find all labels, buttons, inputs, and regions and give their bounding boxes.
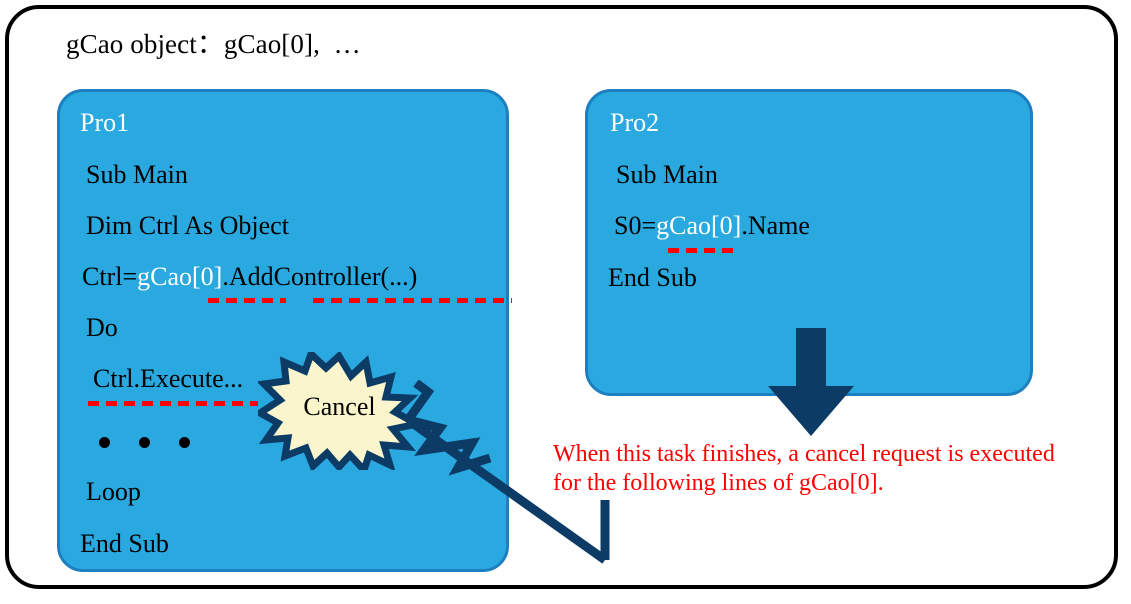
pro1-line-dim-ctrl: Dim Ctrl As Object (86, 211, 289, 240)
dot-2 (139, 437, 150, 448)
pro1-addcontroller-highlight: gCao[0] (137, 262, 223, 291)
pro1-line-addcontroller: Ctrl=gCao[0].AddController(...) (82, 262, 417, 292)
starburst-icon (258, 352, 421, 470)
pro2-s0-highlight: gCao[0] (656, 211, 742, 240)
pro2-line-s0-name: S0=gCao[0].Name (614, 211, 810, 241)
pro2-title: Pro2 (610, 108, 660, 137)
pro1-line-end-sub: End Sub (80, 529, 169, 558)
outer-frame (5, 5, 1118, 589)
underline-ctrl-execute (88, 401, 258, 406)
pro2-s0-prefix: S0= (614, 211, 657, 240)
pro1-line-loop: Loop (86, 477, 141, 506)
zigzag-arrow-icon (380, 379, 640, 580)
process-box-pro1: Pro1 Sub Main Dim Ctrl As Object Ctrl=gC… (57, 89, 512, 572)
pro1-addcontroller-prefix: Ctrl= (82, 262, 138, 291)
underline-addcontroller (313, 298, 512, 303)
dot-1 (99, 437, 110, 448)
pro1-line-sub-main: Sub Main (86, 160, 188, 189)
page-title: gCao object：gCao[0], … (66, 29, 361, 59)
dot-3 (179, 437, 190, 448)
down-arrow-icon (766, 328, 856, 438)
pro1-title: Pro1 (80, 108, 130, 137)
pro1-ellipsis-dots (99, 437, 209, 453)
underline-gcao-pro1 (208, 298, 286, 303)
underline-gcao-pro2 (668, 248, 734, 253)
caption-note: When this task finishes, a cancel reques… (553, 441, 1055, 496)
cancel-burst-label: Cancel (303, 392, 376, 421)
pro1-addcontroller-suffix: .AddController(...) (222, 262, 418, 291)
pro1-line-ctrl-execute: Ctrl.Execute... (93, 364, 244, 393)
pro2-line-end-sub: End Sub (608, 263, 697, 292)
pro2-s0-suffix: .Name (741, 211, 810, 240)
pro1-line-do: Do (86, 313, 118, 342)
pro2-line-sub-main: Sub Main (616, 160, 718, 189)
